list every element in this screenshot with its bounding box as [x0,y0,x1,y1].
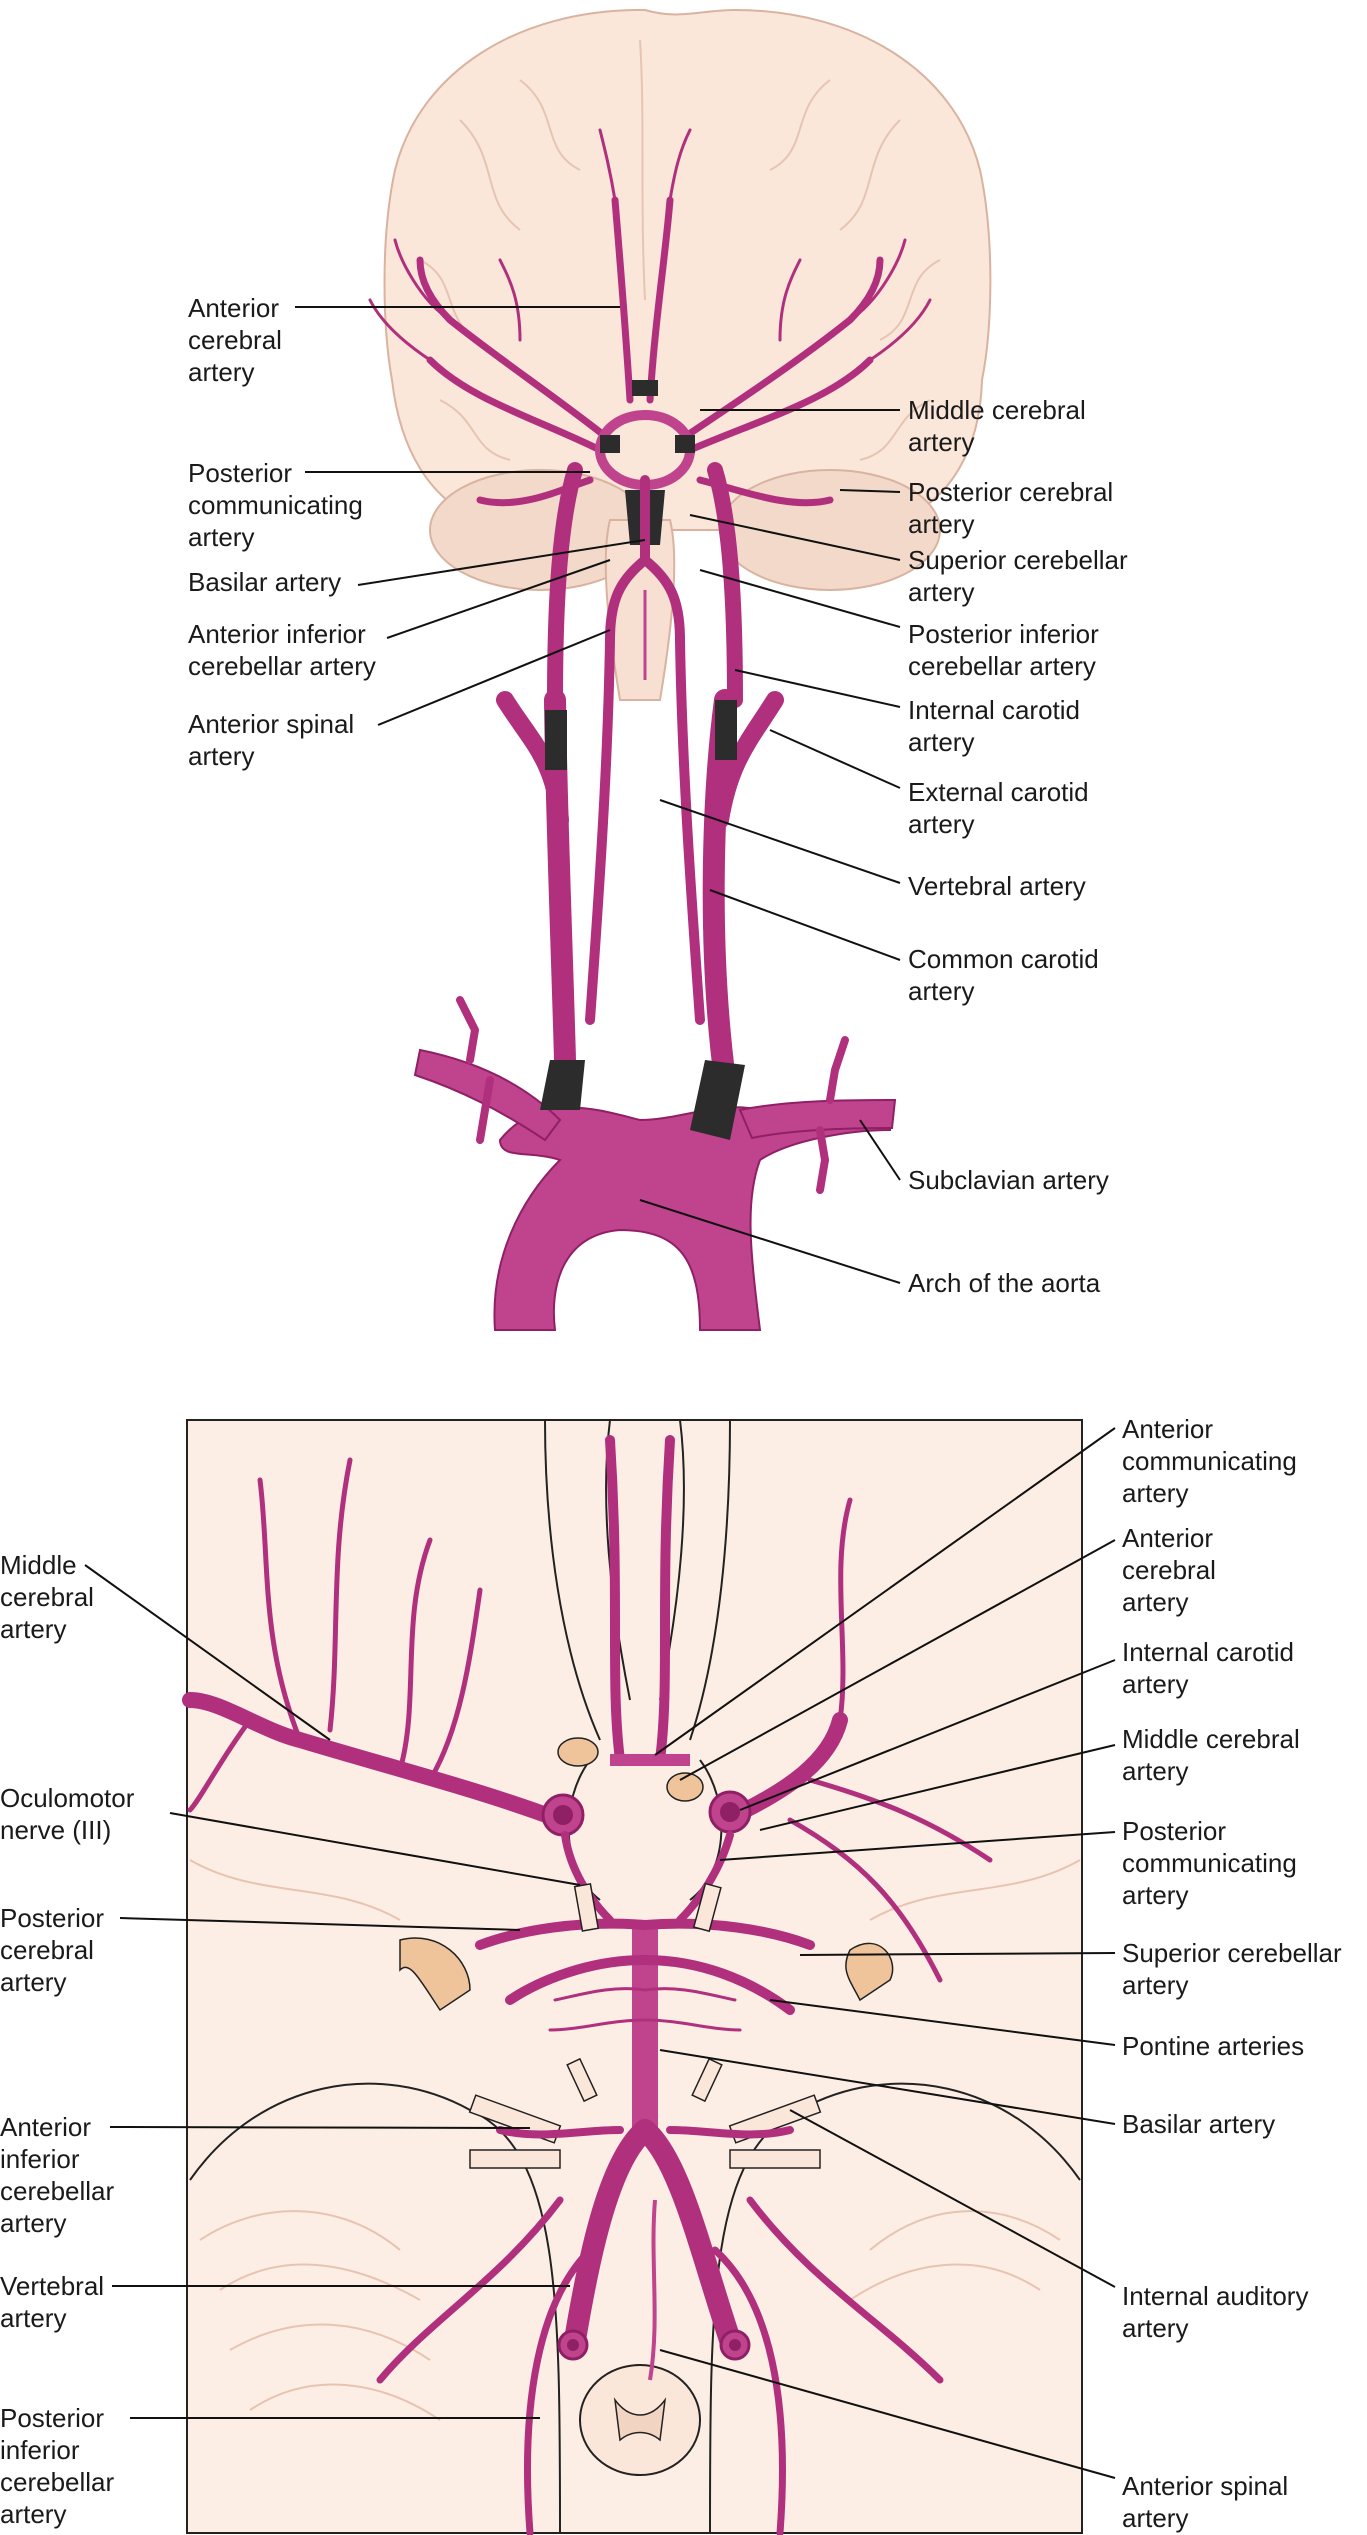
acom-clamp [632,380,658,396]
label-inset-internal-auditory-artery: Internal auditory artery [1122,2281,1309,2343]
vertebral-basilar [585,475,705,1025]
label-inset-internal-carotid-artery: Internal carotid artery [1122,1637,1294,1699]
optic-nerve-right [666,1772,704,1802]
label-superior-cerebellar-artery: Superior cerebellar artery [908,545,1128,607]
inset-mca-branches [187,1457,993,1983]
label-middle-cerebral-artery: Middle cerebral artery [908,395,1086,457]
oculomotor-right [692,1882,722,1933]
inset-aica [496,2126,794,2139]
cerebellum-right [719,469,941,591]
inset-pontine [548,1987,742,2032]
label-external-carotid-artery: External carotid artery [908,777,1089,839]
willis-clamp-right [675,435,695,453]
label-inset-middle-cerebral-artery-right: Middle cerebral artery [1122,1724,1300,1786]
label-inset-posterior-cerebral-artery: Posterior cerebral artery [0,1903,105,1997]
label-inset-basilar-artery: Basilar artery [1122,2109,1276,2139]
external-carotids [496,691,784,829]
label-posterior-communicating-artery: Posterior communicating artery [188,458,363,552]
label-anterior-spinal-artery: Anterior spinal artery [188,709,355,771]
label-subclavian-artery: Subclavian artery [908,1165,1109,1195]
label-basilar-artery: Basilar artery [188,567,342,597]
trigeminal-left [399,1937,471,2012]
ica-cut-left-lumen [553,1805,573,1825]
label-common-carotid-artery: Common carotid artery [908,944,1099,1006]
oculomotor-left [573,1883,600,1932]
vertebral-cut-right-lumen [729,2339,741,2351]
label-internal-carotid-artery: Internal carotid artery [908,695,1080,757]
label-inset-oculomotor-nerve: Oculomotor nerve (III) [0,1783,135,1845]
label-inset-anterior-communicating-artery: Anterior communicating artery [1122,1414,1297,1508]
carotid-base-clamp-right [690,1060,745,1140]
inset-aca [605,1435,675,1765]
label-inset-posterior-communicating-artery: Posterior communicating artery [1122,1816,1297,1910]
carotid-clamp-left [545,710,567,770]
label-arch-of-the-aorta: Arch of the aorta [908,1268,1101,1298]
internal-carotids [547,462,743,708]
label-inset-anterior-spinal-artery: Anterior spinal artery [1122,2471,1289,2533]
label-inset-middle-cerebral-artery-left: Middle cerebral artery [0,1550,94,1644]
label-inset-superior-cerebellar-artery: Superior cerebellar artery [1122,1938,1342,2000]
label-anterior-inferior-cerebellar-artery: Anterior inferior cerebellar artery [188,619,376,681]
label-posterior-inferior-cerebellar-artery: Posterior inferior cerebellar artery [908,619,1099,681]
cerebral-arteries [416,196,884,507]
trigeminal-right [845,1942,894,2002]
bottom-leader-lines [84,1427,1116,2479]
carotid-base-clamp-left [540,1060,585,1110]
optic-nerve-left [557,1737,599,1767]
bottom-figure [84,1419,1116,2535]
inset-anterior-spinal [648,2199,657,2381]
label-inset-vertebral-artery: Vertebral artery [0,2271,105,2333]
label-vertebral-artery: Vertebral artery [908,871,1086,901]
subclavian-right [738,1098,897,1140]
ica-cut-right-lumen [720,1802,740,1822]
label-inset-anterior-inferior-cerebellar-artery: Anterior inferior cerebellar artery [0,2112,115,2238]
inset-pca-sca [475,1918,815,2015]
inset-pica [376,2196,944,2535]
label-inset-anterior-cerebral-artery: Anterior cerebral artery [1122,1523,1216,1617]
top-leader-lines [295,306,901,1284]
label-posterior-cerebral-artery: Posterior cerebral artery [908,477,1114,539]
label-inset-pontine-arteries: Pontine arteries [1122,2031,1305,2061]
subclavian-branches [456,996,849,1194]
spinal-grey-matter [613,2397,667,2442]
inset-vertebral [564,2119,741,2351]
top-figure [295,8,992,1331]
aortic-arch [493,1098,891,1331]
willis-clamp-left [600,435,620,453]
inset-pcom [561,1831,734,1924]
label-inset-posterior-inferior-cerebellar-artery: Posterior inferior cerebellar artery [0,2403,115,2529]
vertebral-cut-left-lumen [567,2339,579,2351]
label-anterior-cerebral-artery: Anterior cerebral artery [188,293,282,387]
carotid-clamp-right [715,700,737,760]
